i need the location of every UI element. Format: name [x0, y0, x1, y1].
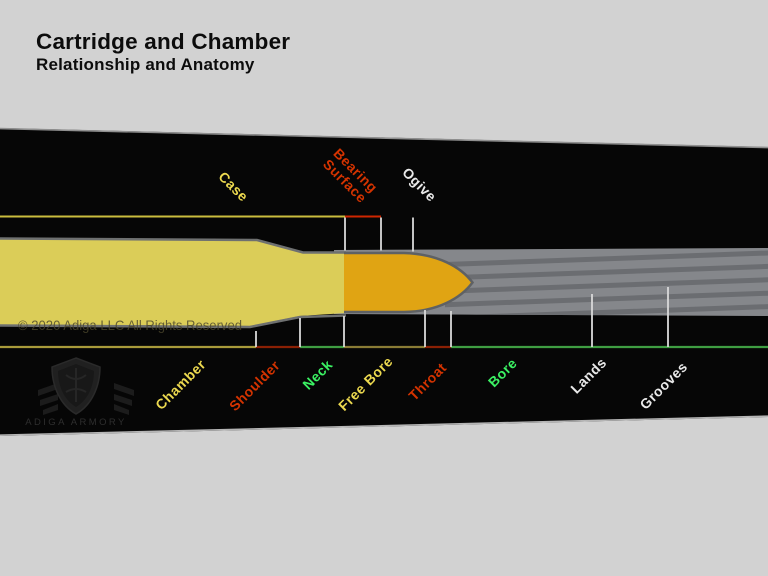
copyright-watermark: © 2020 Adiga LLC All Rights Reserved	[18, 317, 242, 333]
cartridge-case	[0, 239, 346, 326]
band-bottom-edge	[0, 415, 768, 436]
page-title: Cartridge and Chamber	[36, 29, 290, 54]
adiga-armory-logo: ADIGA ARMORY	[25, 357, 134, 428]
band-top-edge	[0, 127, 768, 149]
bullet	[344, 251, 475, 314]
case-outline-top	[0, 237, 346, 254]
rifling-groove-stripe	[445, 263, 768, 281]
case-outline-bottom	[0, 314, 347, 329]
rifling-groove-stripe	[445, 304, 768, 316]
logo-wordmark: ADIGA ARMORY	[25, 417, 126, 428]
rifling-groove-stripe	[445, 250, 768, 267]
page-subtitle: Relationship and Anatomy	[36, 55, 255, 74]
rifling-groove-stripe	[445, 277, 768, 294]
rifling-groove-stripe	[445, 290, 768, 308]
